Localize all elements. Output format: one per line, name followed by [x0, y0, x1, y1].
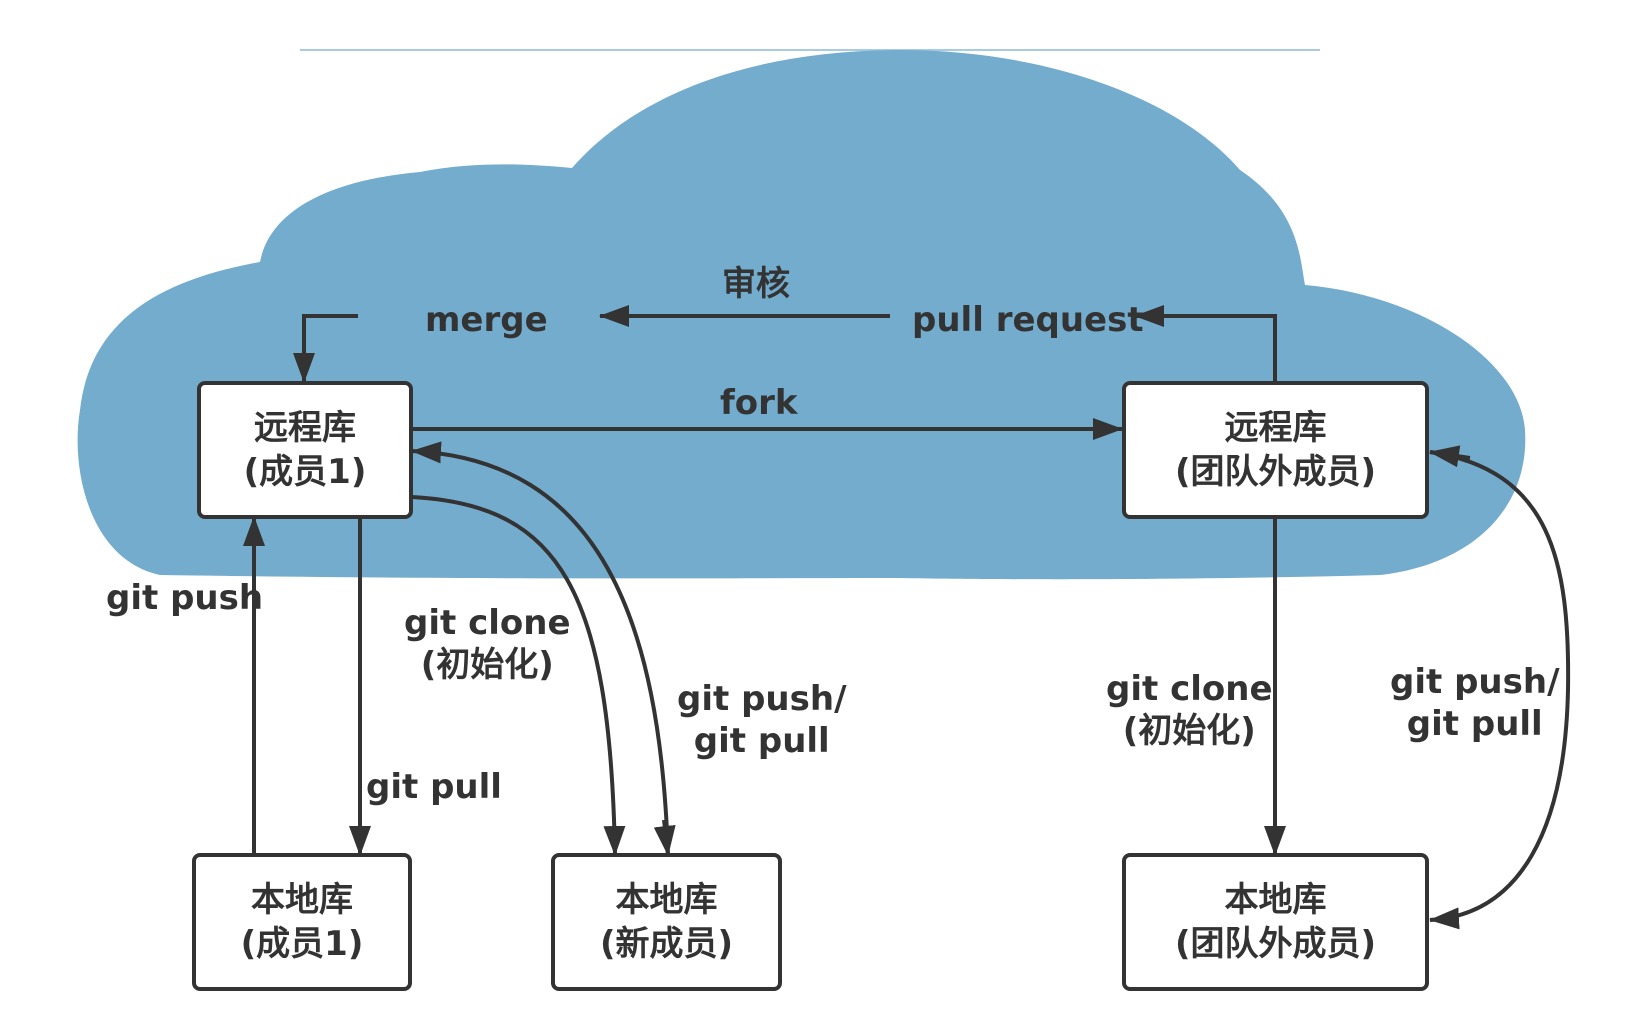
merge-label: merge [425, 300, 548, 340]
node-title: 远程库 [254, 408, 356, 448]
git-clone-left-label: git clone (初始化) [404, 602, 571, 686]
git-push-pull-left-arrow [411, 441, 670, 856]
remote-repo-outsider: 远程库 (团队外成员) [1122, 381, 1429, 519]
local-repo-outsider: 本地库 (团队外成员) [1122, 853, 1429, 991]
node-title: 远程库 [1224, 408, 1327, 448]
label-line: git clone [404, 603, 571, 643]
node-subtitle: (成员1) [240, 924, 364, 964]
git-push-label: git push [106, 578, 264, 618]
git-push-pull-left-label: git push/ git pull [677, 678, 847, 762]
node-title: 本地库 [615, 880, 718, 920]
label-line: (初始化) [1122, 711, 1256, 751]
local-repo-new-member: 本地库 (新成员) [551, 853, 782, 991]
label-line: git pull [1406, 704, 1543, 744]
git-clone-left-arrow [411, 495, 626, 856]
git-push-pull-right-label: git push/ git pull [1390, 661, 1560, 745]
pull-request-arrow [1134, 305, 1277, 382]
git-push-pull-right-arrow [1429, 450, 1571, 930]
node-subtitle: (成员1) [243, 452, 367, 492]
label-line: (初始化) [420, 645, 554, 685]
node-subtitle: (新成员) [599, 924, 734, 964]
fork-label: fork [720, 383, 798, 423]
review-label: 审核 [722, 264, 790, 304]
node-title: 本地库 [251, 880, 353, 920]
label-line: git push/ [677, 679, 847, 719]
local-repo-member1: 本地库 (成员1) [192, 853, 412, 991]
remote-repo-member1: 远程库 (成员1) [197, 381, 413, 519]
pull-request-label: pull request [912, 300, 1144, 340]
label-line: git clone [1106, 669, 1273, 709]
label-line: git push/ [1390, 662, 1560, 702]
merge-arrow [293, 314, 358, 383]
git-clone-right-label: git clone (初始化) [1106, 668, 1273, 752]
git-pull-label: git pull [366, 767, 502, 807]
node-subtitle: (团队外成员) [1174, 452, 1377, 492]
node-title: 本地库 [1224, 880, 1327, 920]
label-line: git pull [693, 721, 830, 761]
node-subtitle: (团队外成员) [1174, 924, 1377, 964]
